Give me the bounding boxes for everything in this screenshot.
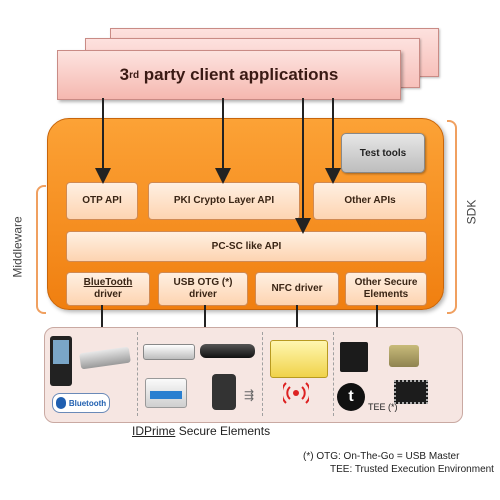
usb-driver-line1: USB OTG (*)	[173, 277, 233, 288]
bluetooth-logo-text: Bluetooth	[68, 398, 107, 408]
idprime-word: IDPrime	[132, 424, 176, 438]
tray-separator-3	[333, 332, 334, 416]
other-apis-box: Other APIs	[313, 182, 427, 220]
title-sup: rd	[129, 69, 140, 81]
title-rest: party client applications	[139, 65, 339, 84]
middleware-label: Middleware	[10, 216, 25, 278]
usb-driver-line2: driver	[189, 289, 217, 300]
mobile-reader-device	[50, 336, 72, 386]
chip-device	[394, 380, 428, 404]
other-elements-line1: Other Secure	[354, 277, 418, 288]
nfc-waves-icon	[280, 380, 312, 406]
smartcard-reader-device	[145, 378, 187, 408]
bluetooth-driver-box: BlueTooth driver	[66, 272, 150, 306]
footnote-otg: (*) OTG: On-The-Go = USB Master	[303, 451, 460, 462]
pki-api-box: PKI Crypto Layer API	[148, 182, 300, 220]
test-tools-box: Test tools	[341, 133, 425, 173]
footnote-tee: TEE: Trusted Execution Environment	[330, 464, 494, 475]
sdk-label: SDK	[464, 199, 479, 225]
title-main: 3	[119, 65, 130, 84]
secure-elements-word: Secure Elements	[178, 424, 271, 438]
usb-dongle-device	[200, 344, 255, 358]
sim-card-device	[389, 345, 419, 367]
microsd-card-device	[340, 342, 368, 372]
tray-separator-2	[262, 332, 263, 416]
bluetooth-logo: Bluetooth	[52, 393, 110, 413]
pcsc-api-box: PC-SC like API	[66, 231, 427, 262]
pinpad-device	[212, 374, 236, 410]
other-elements-box: Other Secure Elements	[345, 272, 427, 306]
secure-elements-tray	[44, 327, 463, 423]
otp-api-box: OTP API	[66, 182, 138, 220]
bluetooth-driver-line2: driver	[94, 289, 122, 300]
usb-driver-box: USB OTG (*) driver	[158, 272, 248, 306]
middleware-brace	[36, 185, 46, 314]
bluetooth-driver-line1: BlueTooth	[83, 277, 133, 288]
usb-stick-device	[143, 344, 195, 360]
tee-label: TEE (*)	[368, 402, 398, 412]
bluetooth-icon	[55, 397, 66, 409]
sdk-brace	[447, 120, 457, 314]
other-elements-line2: Elements	[363, 289, 409, 300]
tray-separator-1	[137, 332, 138, 416]
nfc-card-device	[270, 340, 328, 378]
usb-symbol-icon: ⇶	[244, 388, 255, 402]
tee-logo-icon: t	[337, 383, 365, 411]
idprime-label: IDPrime Secure Elements	[132, 424, 270, 438]
